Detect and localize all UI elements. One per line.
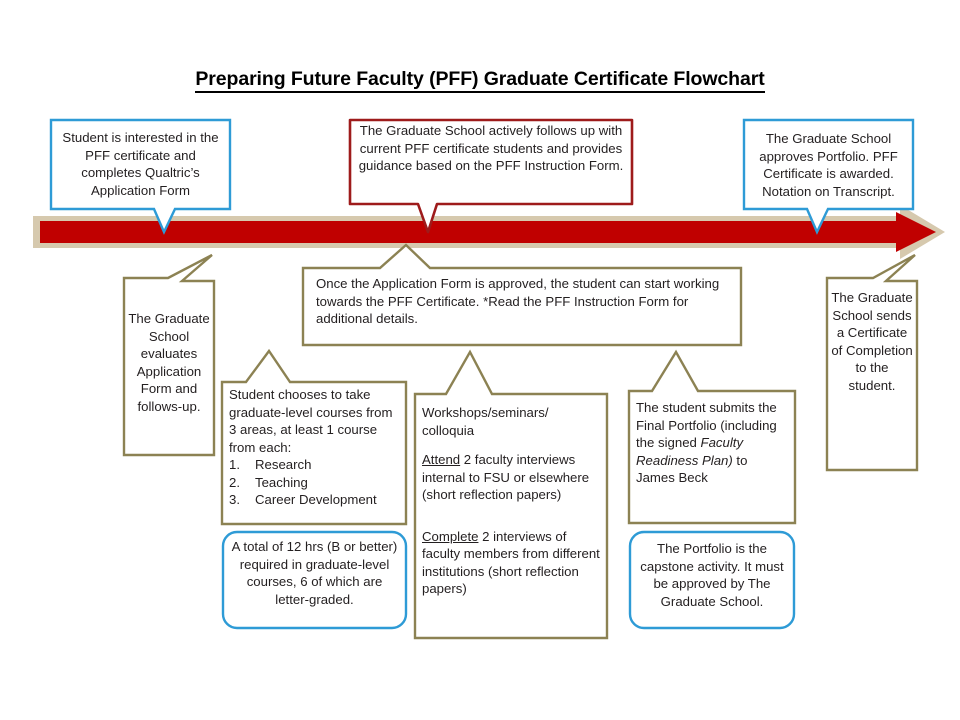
callout-grad-school-approves-text: The Graduate School approves Portfolio. …: [759, 131, 898, 199]
callout-final-portfolio-text: The student submits the Final Portfolio …: [636, 399, 788, 487]
final-portfolio-part2: to James Beck: [636, 452, 748, 486]
callout-certificate-of-completion-text: The Graduate School sends a Certificate …: [831, 290, 913, 393]
spacer: [422, 516, 604, 528]
spacer: [422, 504, 604, 516]
callout-grad-school-evaluates-text: The Graduate School evaluates Applicatio…: [128, 311, 210, 414]
workshops-heading: Workshops/seminars/ colloquia: [422, 405, 549, 438]
callout-grad-school-follows-up-text: The Graduate School actively follows up …: [358, 123, 624, 174]
callout-application-approved-shape: [301, 243, 743, 347]
list-item-label: Research: [255, 457, 312, 473]
workshops-complete-rest: 2 interviews of faculty members from dif…: [422, 528, 600, 597]
callout-application-approved-text: Once the Application Form is approved, t…: [316, 276, 720, 327]
final-portfolio-italic: Faculty Readiness Plan): [636, 435, 744, 468]
callout-grad-school-approves-shape: [742, 118, 915, 235]
callout-final-portfolio-shape: [627, 349, 797, 525]
spacer: [422, 439, 604, 451]
page-title-text: Preparing Future Faculty (PFF) Graduate …: [195, 68, 765, 93]
callout-certificate-of-completion-shape: [825, 253, 919, 472]
workshops-attend-rest: 2 faculty interviews internal to FSU or …: [422, 452, 590, 503]
workshops-attend-lead: Attend: [422, 452, 461, 468]
list-item-number: 1.: [229, 457, 240, 473]
callout-student-interested-shape: [49, 118, 232, 235]
list-item-number: 3.: [229, 492, 240, 508]
callout-credit-hours-shape: [221, 530, 408, 630]
process-timeline-arrow: [33, 205, 945, 259]
callout-credit-hours-text: A total of 12 hrs (B or better) required…: [231, 539, 398, 607]
callout-student-interested-text: Student is interested in the PFF certifi…: [62, 130, 219, 198]
page-title: Preparing Future Faculty (PFF) Graduate …: [0, 68, 960, 93]
callout-workshops-shape: [413, 349, 609, 640]
callout-grad-school-evaluates-shape: [122, 253, 216, 457]
callout-portfolio-capstone-text: The Portfolio is the capstone activity. …: [640, 541, 784, 609]
workshops-attend-paragraph: Attend 2 faculty interviews internal to …: [422, 451, 604, 504]
course-selection-intro: Student chooses to take graduate-level c…: [229, 387, 393, 455]
list-item-label: Career Development: [255, 492, 377, 508]
workshops-complete-paragraph: Complete 2 interviews of faculty members…: [422, 528, 604, 598]
callout-grad-school-follows-up-shape: [348, 118, 634, 234]
list-item-number: 2.: [229, 474, 240, 490]
callout-course-selection-shape: [220, 348, 408, 526]
list-item-label: Teaching: [255, 474, 308, 490]
callout-workshops-text: Workshops/seminars/ colloquia Attend 2 f…: [422, 404, 604, 598]
callout-course-selection-text: Student chooses to take graduate-level c…: [229, 386, 402, 509]
final-portfolio-part1: The student submits the Final Portfolio …: [636, 400, 777, 451]
list-item: 2. Teaching: [229, 474, 402, 492]
workshops-complete-lead: Complete: [422, 528, 479, 544]
list-item: 3. Career Development: [229, 491, 402, 509]
list-item: 1. Research: [229, 456, 402, 474]
course-selection-list: 1. Research 2. Teaching 3. Career Develo…: [229, 456, 402, 509]
callout-portfolio-capstone-shape: [628, 530, 796, 630]
